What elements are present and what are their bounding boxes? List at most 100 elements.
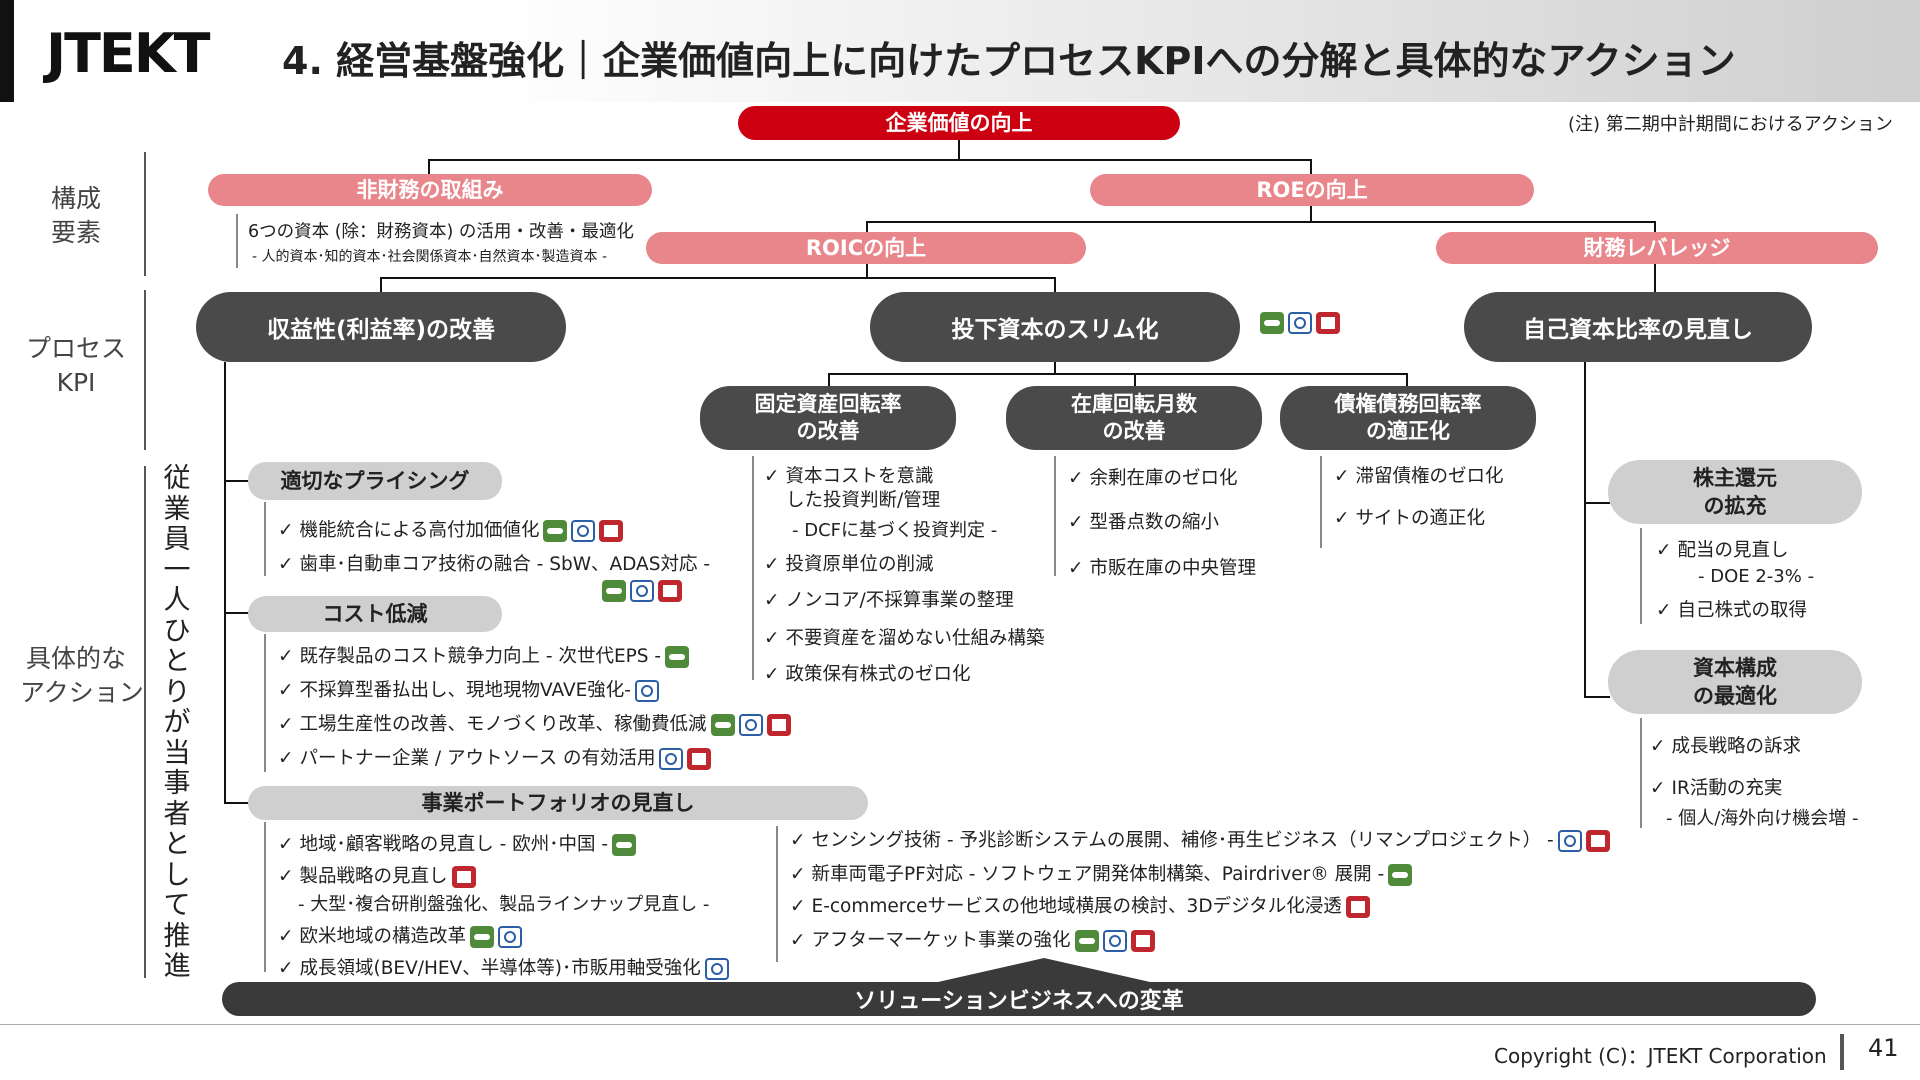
connector [1134, 373, 1136, 387]
list-sub-item: - DCFに基づく投資判定 - [792, 520, 998, 541]
side-divider [144, 290, 146, 450]
connector [828, 373, 830, 387]
heading-portfolio: 事業ポートフォリオの見直し [248, 786, 868, 820]
footer-rule [0, 1024, 1920, 1025]
bearing-icon [498, 926, 523, 948]
bracket [264, 634, 266, 772]
connector [1406, 373, 1408, 387]
label-process-kpi: プロセス KPI [26, 334, 127, 397]
list-item: ✓余剰在庫のゼロ化 [1068, 468, 1238, 489]
node-capital-structure: 資本構成 の最適化 [1608, 650, 1862, 714]
car-icon [470, 926, 495, 948]
list-item: ✓新車両電子PF対応 - ソフトウェア開発体制構築、Pairdriver® 展開… [790, 860, 1413, 886]
list-item: ✓センシング技術 - 予兆診断システムの展開、補修･再生ビジネス（リマンプロジェ… [790, 826, 1610, 852]
list-item: ✓機能統合による高付加価値化 [278, 516, 624, 542]
non-financial-sub: - 人的資本･知的資本･社会関係資本･自然資本･製造資本 - [252, 249, 608, 265]
kpi-capital-slim: 投下資本のスリム化 [870, 292, 1240, 362]
node-shareholder-return: 株主還元 の拡充 [1608, 460, 1862, 524]
list-item: ✓欧米地域の構造改革 [278, 922, 523, 948]
list-item: ✓E-commerceサービスの他地域横展の検討、3Dデジタル化浸透 [790, 892, 1370, 918]
connector [224, 480, 250, 482]
list-item: ✓成長戦略の訴求 [1650, 736, 1802, 757]
bracket [776, 826, 778, 962]
connector [866, 221, 868, 233]
connector [1654, 264, 1656, 293]
list-sub-item: - DOE 2-3% - [1698, 566, 1815, 587]
node-fixed-asset: 固定資産回転率 の改善 [700, 386, 956, 450]
car-icon [1388, 864, 1413, 886]
bracket [1320, 456, 1322, 548]
node-inventory: 在庫回転月数 の改善 [1006, 386, 1262, 450]
kpi-profitability: 収益性(利益率)の改善 [196, 292, 566, 362]
bearing-icon [571, 520, 596, 542]
list-item: ✓アフターマーケット事業の強化 [790, 926, 1155, 952]
list-item: ✓成長領域(BEV/HEV、半導体等)･市販用軸受強化 [278, 954, 729, 980]
solution-business-bar: ソリューションビジネスへの変革 [222, 982, 1816, 1016]
bracket [1640, 528, 1642, 624]
bearing-icon [1288, 312, 1312, 334]
list-item: ✓製品戦略の見直し [278, 862, 476, 888]
car-icon [1260, 312, 1284, 334]
bracket [1054, 456, 1056, 576]
connector [224, 362, 226, 804]
car-icon [602, 580, 626, 602]
connector [428, 159, 1312, 161]
list-item: ✓配当の見直し [1656, 540, 1789, 561]
connector [428, 159, 430, 175]
connector [224, 612, 250, 614]
bracket [236, 214, 238, 268]
list-item: ✓IR活動の充実 [1650, 778, 1783, 799]
heading-pricing: 適切なプライシング [248, 462, 502, 500]
connector [1654, 221, 1656, 233]
list-item: ✓歯車･自動車コア技術の融合 - SbW、ADAS対応 - [278, 554, 711, 575]
side-divider [144, 466, 146, 978]
list-item: ✓市販在庫の中央管理 [1068, 558, 1257, 579]
bracket [264, 822, 266, 972]
copyright: Copyright (C)：JTEKT Corporation [1494, 1044, 1827, 1068]
page-divider [1840, 1034, 1844, 1070]
connector [828, 373, 1408, 375]
bearing-icon [704, 958, 729, 980]
list-item: ✓地域･顧客戦略の見直し - 欧州･中国 - [278, 830, 637, 856]
node-roe: ROEの向上 [1090, 174, 1534, 206]
connector [1310, 206, 1312, 222]
label-components: 構成 要素 [50, 184, 101, 247]
heading-cost: コスト低減 [248, 596, 502, 632]
bearing-icon [634, 680, 659, 702]
header-accent [0, 0, 14, 102]
list-sub-item: - 大型･複合研削盤強化、製品ラインナップ見直し - [298, 894, 710, 915]
list-item: ✓政策保有株式のゼロ化 [764, 664, 971, 685]
list-item: ✓ノンコア/不採算事業の整理 [764, 590, 1014, 611]
node-non-financial: 非財務の取組み [208, 174, 652, 206]
list-item: ✓資本コストを意識 [764, 466, 934, 487]
arrow-up-icon [938, 958, 1150, 982]
label-actions: 具体的な アクション [20, 644, 144, 707]
machine-tool-icon [451, 866, 476, 888]
list-item: ✓既存製品のコスト競争力向上 - 次世代EPS - [278, 642, 690, 668]
bearing-icon [630, 580, 654, 602]
list-item: ✓不採算型番払出し、現地現物VAVE強化- [278, 676, 659, 702]
connector [866, 264, 868, 278]
machine-tool-icon [1585, 830, 1610, 852]
connector [1584, 502, 1610, 504]
node-leverage: 財務レバレッジ [1436, 232, 1878, 264]
list-item: ✓自己株式の取得 [1656, 600, 1808, 621]
icon-group [598, 580, 682, 602]
connector [1054, 362, 1056, 374]
machine-tool-icon [599, 520, 624, 542]
connector [1584, 362, 1586, 698]
kpi-equity-ratio: 自己資本比率の見直し [1464, 292, 1812, 362]
machine-tool-icon [766, 714, 791, 736]
node-roic: ROICの向上 [646, 232, 1086, 264]
list-item: ✓不要資産を溜めない仕組み構築 [764, 628, 1045, 649]
list-item: ✓投資原単位の削減 [764, 554, 934, 575]
machine-tool-icon [658, 580, 682, 602]
bearing-icon [659, 748, 684, 770]
icon-group [1256, 312, 1340, 334]
list-item: ✓滞留債権のゼロ化 [1334, 466, 1504, 487]
connector [1054, 277, 1056, 293]
car-icon [665, 646, 690, 668]
non-financial-desc: 6つの資本 (除：財務資本) の活用・改善・最適化 [248, 222, 634, 242]
bracket [264, 502, 266, 576]
bearing-icon [1102, 930, 1127, 952]
